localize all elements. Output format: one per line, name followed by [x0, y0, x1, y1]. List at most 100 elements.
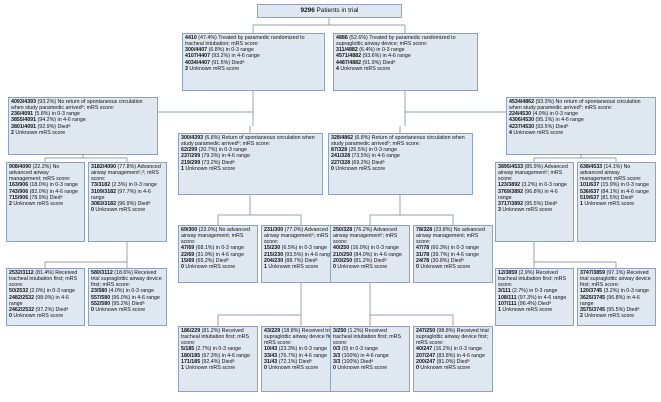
box-line: 123/3892 (3.2%) in 0-3 range	[498, 182, 571, 188]
box-line: 300/4393 (6.8%) Return of spontaneous ci…	[181, 135, 320, 147]
box-line-text: (18.6%) Received trial supraglottic airw…	[91, 270, 162, 289]
box-line: 231/300 (77.0%) Advanced airway manageme…	[264, 227, 338, 245]
box-ti-rosc: 300/4393 (6.8%) Return of spontaneous ci…	[178, 133, 323, 195]
box-line-text: (2.7%) in 0-3 range	[194, 346, 242, 353]
box-line: 9296 Patients in trial	[260, 7, 399, 14]
box-line: 2532/3112 (81.4%) Received tracheal intu…	[9, 270, 82, 288]
box-line: 247/250 (98.8%) Received trial supraglot…	[416, 328, 490, 346]
box-line-text: Patients in trial	[314, 7, 359, 14]
box-line: 3/111 (2.7%) in 0-3 range	[498, 288, 571, 294]
box-line-count: 43/229	[264, 328, 281, 334]
box-line-count: 2482/2532	[9, 294, 35, 301]
box-line-text: (97.3%) in 4-6 range	[516, 294, 567, 301]
box-line-text: Unknown mRS score	[511, 129, 564, 136]
box-line: 4107/4407 (93.2%) in 4-6 range	[185, 53, 322, 59]
box-line: 163/906 (18.0%) in 0-3 range	[9, 182, 82, 188]
box-line-text: (96.9%) Diedᵃ	[116, 200, 151, 207]
box-line-text: (84.1%) in 4-6 range	[599, 188, 649, 195]
box-line-count: 0/3	[333, 346, 341, 353]
box-line-count: 3/3	[333, 358, 341, 365]
box-line: 4034/4407 (91.5%) Diedᵃ	[185, 60, 322, 66]
box-line: 3625/3745 (96.8%) in 4-6 range	[580, 295, 653, 307]
box-line: 300/4407 (6.8%) in 0-3 range	[185, 47, 322, 53]
box-line: 108/111 (97.3%) in 4-6 range	[498, 295, 571, 301]
box-line: 0 Unknown mRS score	[333, 365, 407, 371]
box-line-count: 0	[181, 263, 184, 270]
box-sga-rosc-no-airway: 78/328 (23.8%) No advanced airway manage…	[413, 225, 493, 283]
box-line-count: 247/250	[416, 328, 436, 334]
box-line: 4571/4882 (93.6%) in 4-6 range	[336, 53, 475, 59]
box-line-text: (3.2%) in 0-3 range	[602, 288, 649, 295]
box-line: 12/3859 (2.9%) Received tracheal intubat…	[498, 270, 571, 288]
box-line-text: (68.1%) in 0-3 range	[194, 245, 245, 252]
box-sga-norosc-ti-first: 12/3859 (2.9%) Received tracheal intubat…	[495, 268, 574, 326]
box-sga-norosc-sga-first: 3747/3859 (97.1%) Received trial supragl…	[577, 268, 656, 326]
box-line: 107/111 (96.4%) Diedᵃ	[498, 301, 571, 307]
box-line-count: 203/250	[333, 257, 353, 264]
box-line: 2 Unknown mRS score	[9, 201, 82, 207]
box-line-text: (15.9%) in 0-3 range	[599, 182, 649, 189]
box-line: 580/3112 (18.6%) Received trial supraglo…	[91, 270, 164, 288]
box-line-text: (26.5%) in 0-3 range	[347, 147, 397, 154]
box-line: 638/4533 (14.1%) No advanced airway mana…	[580, 164, 653, 182]
box-line-text: Unknown mRS score	[335, 263, 388, 270]
box-line-count: 4237/4530	[509, 123, 535, 130]
box-line-text: (0) in 0-3 range	[340, 346, 379, 353]
box-line-text: (23.8%) No advanced airway management; m…	[416, 227, 485, 246]
box-line-text: Unknown mRS score	[500, 306, 553, 313]
box-line: 200/247 (81.0%) Diedᵃ	[416, 359, 490, 365]
box-line-text: Unknown mRS score	[187, 65, 240, 72]
box-line-count: 40/250	[333, 245, 350, 252]
box-line-text: Unknown mRS score	[335, 364, 388, 371]
box-line-count: 237/299	[181, 153, 201, 160]
box-line: 2 Unknown mRS score	[580, 313, 653, 319]
box-line-count: 4410	[185, 35, 197, 41]
box-line: 3855/4091 (94.2%) in 4-6 range	[11, 117, 155, 123]
box-line: 22/69 (31.9%) in 4-6 range	[181, 252, 255, 258]
box-line: 47/69 (68.1%) in 0-3 range	[181, 245, 255, 251]
box-line: 43/229 (18.8%) Received trial supraglott…	[264, 328, 338, 346]
box-line-count: 552/580	[91, 300, 111, 307]
box-line-text: (83.8%) in 4-6 range	[435, 352, 485, 359]
box-line-count: 3182/4090	[91, 164, 117, 170]
box-line-count: 4107/4407	[185, 53, 211, 60]
box-line: 5/185 (2.7%) in 0-3 range	[181, 346, 255, 352]
box-line-count: 23/580	[91, 288, 108, 295]
box-sga-norosc-advanced-airway: 3895/4533 (85.9%) Advanced airway manage…	[495, 162, 574, 242]
box-line-text: (93.2%) in 4-6 range	[210, 53, 260, 60]
box-line-count: 123/3892	[498, 182, 521, 189]
box-line-text: (85.9%) Advanced airway managementᶜ; mRS…	[498, 164, 568, 183]
box-line: 4237/4530 (93.5%) Diedᵃ	[509, 124, 653, 130]
box-line-text: Unknown mRS score	[418, 263, 471, 270]
box-line-count: 557/580	[91, 294, 111, 301]
box-ti-rosc-ti-first: 186/229 (81.2%) Received tracheal intuba…	[178, 326, 258, 392]
box-line-text: (81.2%) Received tracheal intubation fir…	[181, 328, 250, 347]
box-line: 3769/3892 (96.8%) in 4-6 range	[498, 189, 571, 201]
box-line: 1 Unknown mRS score	[181, 365, 255, 371]
box-line-count: 120/3745	[580, 288, 603, 295]
box-line: 311/4882 (6.4%) in 0-3 range	[336, 47, 475, 53]
box-line-count: 9296	[300, 7, 315, 14]
box-line: 2462/2532 (97.2%) Diedᵃ	[9, 307, 82, 313]
box-line-count: 743/906	[9, 188, 29, 195]
box-line-text: (30.8%) Diedᵃ	[429, 257, 464, 264]
box-line-text: (95.1%) in 4-6 range	[534, 117, 584, 124]
box-line-count: 1	[181, 165, 184, 172]
box-line-count: 2	[580, 312, 583, 319]
box-line: 186/229 (81.2%) Received tracheal intuba…	[181, 328, 255, 346]
box-line-text: Unknown mRS score	[418, 364, 471, 371]
box-line: 31/78 (39.7%) in 4-6 range	[416, 252, 490, 258]
box-line-text: (81.4%) Received tracheal intubation fir…	[9, 270, 78, 289]
box-line-text: (96.8%) in 4-6 range	[580, 294, 640, 307]
box-line-count: 180/185	[181, 352, 201, 359]
box-line-text: (96.8%) in 4-6 range	[498, 188, 558, 201]
box-ti-rosc-sga-first: 43/229 (18.8%) Received trial supraglott…	[261, 326, 341, 392]
box-line-count: 101/637	[580, 182, 600, 189]
box-ti-rosc-no-airway: 69/300 (23.0%) No advanced airway manage…	[178, 225, 258, 283]
box-line-count: 2532/3112	[9, 270, 34, 276]
box-line: 227/328 (69.2%) Diedᵃ	[331, 160, 470, 166]
box-line-count: 107/111	[498, 300, 517, 307]
box-line: 33/43 (76.7%) in 4-6 range	[264, 353, 338, 359]
box-line-text: (100%) in 4-6 range	[340, 352, 389, 359]
